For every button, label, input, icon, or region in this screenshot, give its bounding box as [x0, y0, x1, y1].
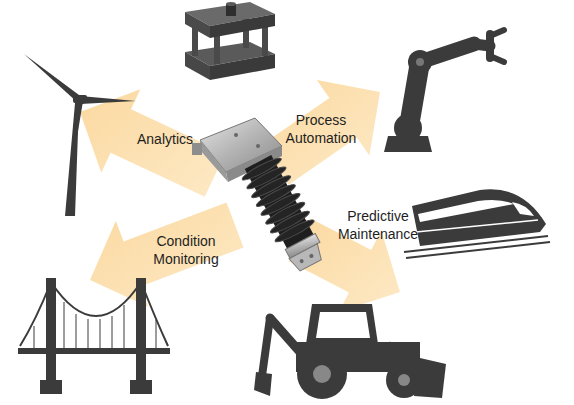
backhoe-loader [254, 304, 446, 399]
wind-turbine [24, 54, 136, 216]
arrow-label: Process Automation [279, 112, 363, 147]
arrow-label: Analytics [137, 131, 193, 149]
arrows [80, 80, 400, 312]
arrow-label: Predictive Maintenance [331, 208, 425, 243]
train [404, 189, 550, 258]
robot-arm [384, 30, 504, 152]
die-set [185, 2, 275, 80]
arrow-label: Condition Monitoring [145, 233, 227, 268]
arrow-condition-monitoring [90, 203, 244, 307]
suspension-bridge [18, 278, 170, 394]
